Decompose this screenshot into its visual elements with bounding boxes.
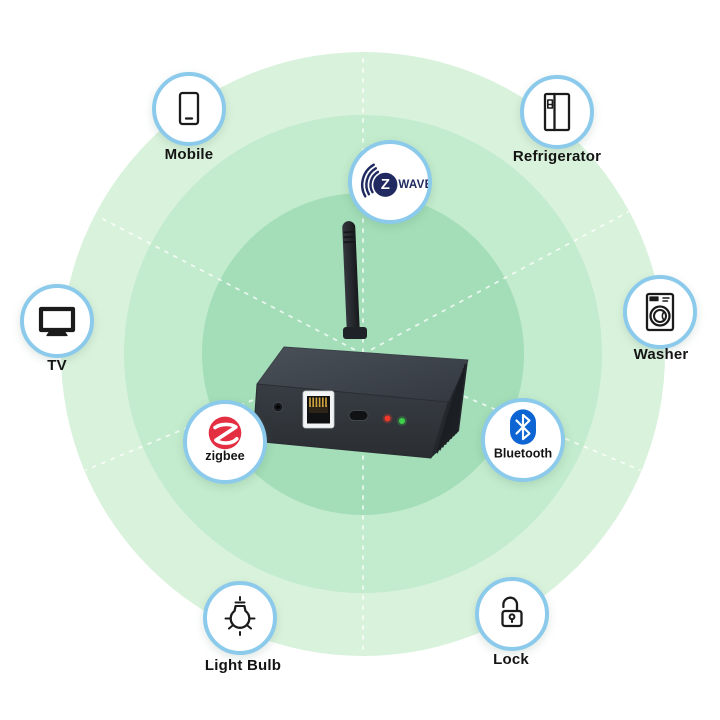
node-label-mobile: Mobile (164, 146, 214, 163)
node-mobile (152, 72, 226, 146)
status-led-red (382, 413, 393, 424)
badge-zwave: Z WAVE (348, 140, 432, 224)
washing-machine-icon (645, 292, 675, 332)
refrigerator-icon (543, 92, 571, 132)
padlock-icon (501, 596, 523, 628)
zigbee-z-glyph (213, 422, 239, 445)
node-tv (20, 284, 94, 358)
badge-zigbee: zigbee (183, 400, 267, 484)
ethernet-port (302, 390, 335, 429)
node-light-bulb (203, 581, 277, 655)
node-label-tv: TV (47, 357, 67, 374)
badge-bluetooth: Bluetooth (481, 398, 565, 482)
bluetooth-rune-glyph (515, 413, 531, 441)
zwave-letter: Z (381, 177, 390, 193)
hub-device (252, 221, 469, 459)
light-bulb-icon (224, 596, 256, 636)
tv-icon (38, 306, 76, 337)
audio-jack-port (272, 401, 284, 413)
node-refrigerator (520, 75, 594, 149)
node-lock (475, 577, 549, 651)
hub-antenna-icon (342, 221, 360, 338)
zwave-wordmark: WAVE (398, 179, 428, 191)
zigbee-wordmark: zigbee (205, 449, 244, 463)
node-label-lock: Lock (493, 651, 529, 668)
mobile-phone-icon (178, 91, 200, 126)
zigbee-logo: zigbee (205, 416, 245, 463)
status-led-green (397, 416, 407, 426)
node-label-refrigerator: Refrigerator (512, 148, 602, 165)
node-label-light-bulb: Light Bulb (204, 657, 282, 674)
node-washer (623, 275, 697, 349)
bluetooth-logo: Bluetooth (494, 409, 552, 461)
usb-port (348, 410, 369, 421)
bluetooth-wordmark: Bluetooth (494, 447, 552, 461)
vent-slots (436, 364, 466, 454)
node-label-washer: Washer (633, 346, 689, 363)
z-wave-logo: Z WAVE (361, 163, 428, 198)
